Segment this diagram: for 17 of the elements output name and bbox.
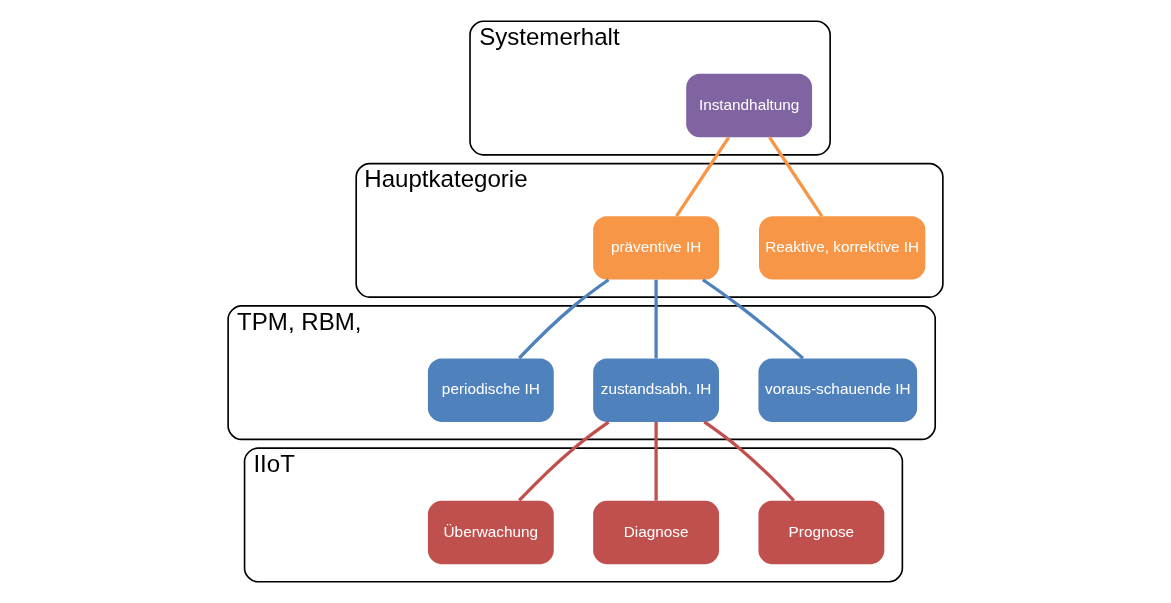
connector: [768, 136, 824, 217]
node-box: zustandsabh. IH: [593, 358, 720, 422]
node-box: voraus-schauende IH: [758, 358, 918, 422]
connector: [675, 136, 731, 217]
connector: [654, 422, 658, 501]
node-box: präventive IH: [593, 216, 720, 280]
connector: [654, 279, 658, 359]
connector: [518, 278, 610, 360]
node-box: Prognose: [758, 500, 885, 565]
connector: [703, 420, 795, 502]
connector: [518, 420, 610, 502]
node-box: Überwachung: [427, 500, 554, 565]
node-box: Diagnose: [593, 500, 720, 565]
connector: [701, 278, 804, 360]
node-box: Reaktive, korrektive IH: [759, 216, 926, 280]
node-box: periodische IH: [427, 358, 554, 422]
node-box: Instandhaltung: [686, 73, 813, 138]
